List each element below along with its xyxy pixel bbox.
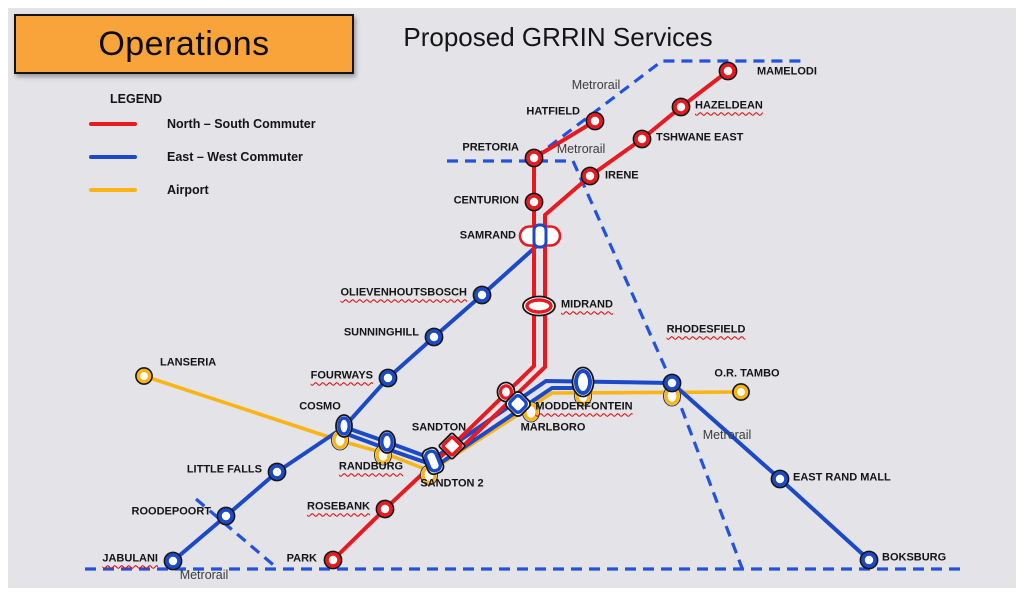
station-marker-midrand [522, 295, 556, 317]
station-marker-sandton-2 [421, 446, 445, 476]
station-label-fourways: FOURWAYS [310, 369, 373, 382]
station-label-rosebank: ROSEBANK [307, 500, 370, 513]
map-background-panel [8, 8, 1016, 588]
station-label-sandton-2: SANDTON 2 [420, 477, 484, 490]
station-marker-east-rand-mall [770, 469, 790, 489]
station-marker-irene [580, 166, 600, 186]
operations-header-label: Operations [98, 24, 270, 63]
station-marker-hazeldean [671, 97, 691, 117]
station-label-hazeldean: HAZELDEAN [695, 99, 763, 112]
metrorail-label-3: Metrorail [702, 428, 752, 442]
station-label-pretoria: PRETORIA [462, 141, 519, 154]
station-marker-boksburg [859, 550, 879, 570]
legend-title: LEGEND [110, 92, 163, 106]
station-marker-marlboro [505, 391, 531, 417]
legend-item-airport: Airport [89, 182, 209, 198]
station-label-park: PARK [286, 552, 317, 565]
legend-label-north-south: North – South Commuter [167, 117, 316, 131]
legend-label-east-west: East – West Commuter [167, 150, 303, 164]
station-marker-tshwane-east [632, 129, 652, 149]
station-label-irene: IRENE [605, 169, 639, 182]
legend-item-north-south: North – South Commuter [89, 116, 316, 132]
metrorail-label-2: Metrorail [556, 142, 606, 156]
station-label-hatfield: HATFIELD [526, 105, 580, 118]
station-label-cosmo: COSMO [299, 400, 341, 413]
station-label-mamelodi: MAMELODI [757, 65, 817, 78]
station-marker-randburg [378, 430, 396, 454]
legend-swatch-north-south [89, 122, 137, 126]
metrorail-label-1: Metrorail [571, 78, 621, 92]
station-marker-ortambo-interchange [662, 373, 682, 393]
station-marker-park [323, 550, 343, 570]
station-label-randburg: RANDBURG [338, 460, 404, 473]
legend-label-airport: Airport [167, 183, 209, 197]
metrorail-label-4: Metrorail [179, 568, 229, 582]
line-ns-park-hatfield [331, 119, 597, 562]
station-label-samrand: SAMRAND [459, 229, 516, 242]
station-label-tshwane-east: TSHWANE EAST [656, 131, 744, 144]
station-label-lanseria: LANSERIA [160, 356, 217, 369]
station-marker-lanseria [135, 367, 153, 385]
legend-swatch-airport [89, 188, 137, 192]
station-label-midrand: MIDRAND [561, 298, 613, 311]
station-marker-fourways [378, 368, 398, 388]
station-label-or-tambo: O.R. TAMBO [714, 367, 780, 380]
station-marker-sandton [438, 432, 466, 460]
station-marker-cosmo [335, 414, 353, 438]
station-label-modderfontein: MODDERFONTEIN [535, 400, 633, 413]
station-marker-rosebank [375, 499, 395, 519]
station-marker-samrand [518, 223, 562, 249]
station-marker-centurion [524, 192, 544, 212]
station-marker-hatfield [585, 111, 605, 131]
station-marker-roodepoort [216, 506, 236, 526]
station-marker-olievenhoutsbosch [472, 285, 492, 305]
station-label-centurion: CENTURION [453, 194, 519, 207]
station-marker-jabulani [163, 551, 183, 571]
station-label-east-rand-mall: EAST RAND MALL [793, 471, 891, 484]
line-metrorail-hatfield [533, 59, 801, 160]
station-label-sandton: SANDTON [411, 421, 467, 434]
station-marker-or-tambo [732, 383, 750, 401]
legend-item-east-west: East – West Commuter [89, 149, 303, 165]
legend-swatch-east-west [89, 155, 137, 159]
station-label-boksburg: BOKSBURG [882, 551, 947, 564]
station-label-roodepoort: ROODEPOORT [131, 505, 211, 518]
station-marker-pretoria [524, 148, 544, 168]
line-ew-soweto-branch [171, 425, 346, 563]
station-marker-mamelodi [718, 61, 738, 81]
station-label-olievenhoutsbosch: OLIEVENHOUTSBOSCH [340, 286, 467, 299]
station-label-rhodesfield: RHODESFIELD [666, 323, 746, 336]
station-label-jabulani: JABULANI [102, 552, 158, 565]
page-title: Proposed GRRIN Services [403, 22, 713, 52]
operations-header-box: Operations [14, 14, 354, 74]
station-label-marlboro: MARLBORO [520, 421, 586, 434]
station-marker-sunninghill [424, 327, 444, 347]
station-marker-little-falls [267, 462, 287, 482]
station-label-sunninghill: SUNNINGHILL [343, 326, 419, 339]
line-metrorail-east [571, 160, 744, 569]
station-marker-modderfontein [571, 366, 595, 398]
station-label-little-falls: LITTLE FALLS [186, 463, 262, 476]
